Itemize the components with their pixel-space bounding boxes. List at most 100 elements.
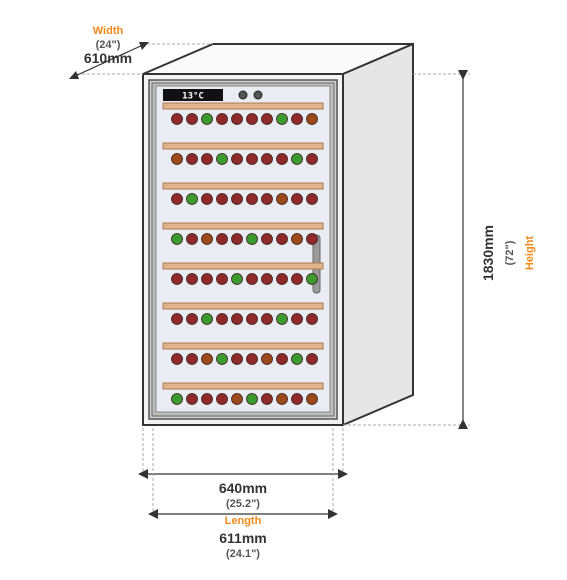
bottle-red [216, 193, 228, 205]
bottle-red [186, 313, 198, 325]
bottle-green [276, 313, 288, 325]
bottle-brown [231, 393, 243, 405]
display-readout: 13°C [182, 92, 204, 102]
bottle-red [231, 353, 243, 365]
bottle-red [186, 153, 198, 165]
bottle-green [231, 273, 243, 285]
bottle-red [291, 393, 303, 405]
glass-panel [155, 85, 331, 413]
length-label: Length [225, 515, 262, 527]
bottle-red [246, 353, 258, 365]
overall-width-metric: 640mm [219, 480, 267, 496]
length-metric: 611mm [219, 530, 266, 546]
width-arrow-top [139, 42, 149, 50]
bottle-green [186, 193, 198, 205]
bottle-green [246, 393, 258, 405]
bottle-red [231, 233, 243, 245]
shelf [162, 302, 324, 310]
shelf [162, 222, 324, 230]
bottle-red [216, 113, 228, 125]
control-knob-2 [253, 90, 263, 100]
bottle-red [306, 353, 318, 365]
height-arrow-top [458, 70, 468, 80]
bottle-red [201, 393, 213, 405]
bottle-red [246, 273, 258, 285]
width-label: Width [93, 25, 124, 37]
overall-width-arrow-left [138, 469, 148, 479]
shelf [162, 262, 324, 270]
bottle-red [231, 113, 243, 125]
height-label: Height [524, 236, 536, 271]
bottle-brown [201, 353, 213, 365]
bottle-red [186, 273, 198, 285]
length-dimension: Length 611mm (24.1") [148, 428, 338, 560]
bottle-red [186, 353, 198, 365]
bottle-red [246, 193, 258, 205]
bottle-green [291, 153, 303, 165]
overall-width-arrow-right [338, 469, 348, 479]
bottle-green [291, 353, 303, 365]
cabinet-side [342, 42, 414, 427]
height-dimension: 1830mm (72") Height [343, 70, 536, 429]
bottle-red [171, 113, 183, 125]
height-imperial: (72") [504, 240, 516, 265]
bottle-red [276, 153, 288, 165]
control-knob-1 [238, 90, 248, 100]
bottle-red [291, 193, 303, 205]
shelf [162, 142, 324, 150]
width-imperial: (24") [96, 39, 121, 51]
bottle-red [261, 113, 273, 125]
height-arrow-bottom [458, 419, 468, 429]
bottle-red [291, 273, 303, 285]
bottle-red [231, 193, 243, 205]
bottle-green [216, 153, 228, 165]
bottle-red [261, 153, 273, 165]
bottle-brown [201, 233, 213, 245]
bottle-red [246, 113, 258, 125]
bottle-green [201, 113, 213, 125]
overall-width-dimension: 640mm (25.2") [138, 428, 348, 510]
width-arrow-bottom [69, 71, 79, 79]
bottle-red [186, 233, 198, 245]
bottle-brown [306, 113, 318, 125]
bottle-red [186, 113, 198, 125]
bottle-red [306, 193, 318, 205]
bottle-brown [276, 393, 288, 405]
length-arrow-right [328, 509, 338, 519]
shelf [162, 182, 324, 190]
bottle-green [246, 233, 258, 245]
bottle-red [186, 393, 198, 405]
bottle-red [246, 313, 258, 325]
bottle-red [261, 273, 273, 285]
length-imperial: (24.1") [226, 548, 260, 560]
bottle-red [261, 313, 273, 325]
bottle-red [231, 313, 243, 325]
bottle-green [216, 353, 228, 365]
cabinet: 13°C [142, 42, 414, 427]
bottle-red [276, 353, 288, 365]
bottle-brown [276, 193, 288, 205]
bottle-red [276, 273, 288, 285]
bottle-red [201, 193, 213, 205]
bottle-red [171, 273, 183, 285]
bottle-red [231, 153, 243, 165]
bottle-green [201, 313, 213, 325]
bottle-red [291, 313, 303, 325]
bottle-red [201, 273, 213, 285]
bottle-green [171, 233, 183, 245]
width-dimension: Width (24") 610mm [69, 25, 213, 79]
bottle-red [216, 233, 228, 245]
display-panel [163, 89, 223, 101]
overall-width-imperial: (25.2") [226, 498, 260, 510]
bottle-red [306, 233, 318, 245]
bottle-green [306, 273, 318, 285]
bottle-red [171, 313, 183, 325]
bottle-red [201, 153, 213, 165]
width-dimension-line [72, 43, 146, 78]
length-arrow-left [148, 509, 158, 519]
height-metric: 1830mm [480, 225, 496, 281]
shelves [162, 102, 324, 405]
shelf [162, 102, 324, 110]
